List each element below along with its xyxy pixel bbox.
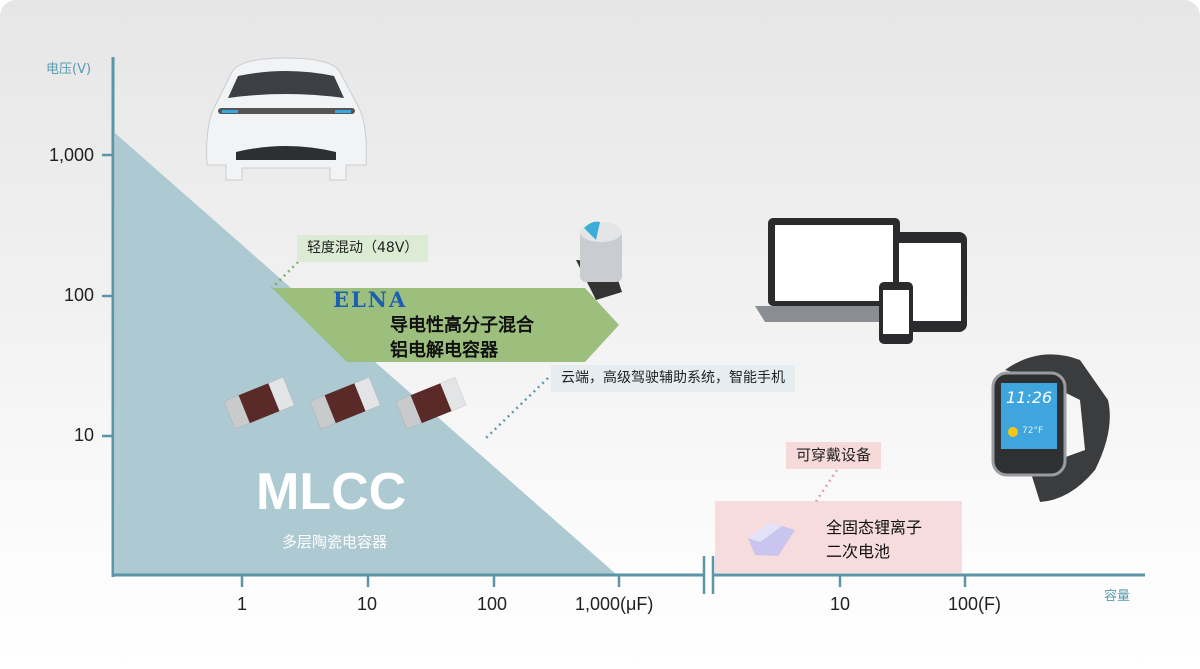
wearable-label: 可穿戴设备 bbox=[786, 442, 882, 469]
x-axis-title: 容量 bbox=[1104, 589, 1131, 604]
y-axis-title: 电压(V) bbox=[46, 62, 92, 77]
elna-arrow bbox=[272, 288, 619, 362]
x-tick-label: 10 bbox=[357, 594, 378, 614]
x-tick-label: 100 bbox=[477, 594, 508, 614]
x-tick-label: 10 bbox=[830, 594, 851, 614]
devices-image bbox=[755, 218, 967, 344]
battery-line2: 二次电池 bbox=[826, 542, 891, 561]
x-tick-label: 100(F) bbox=[948, 594, 1002, 614]
cloud-adas-label: 云端，高级驾驶辅助系统，智能手机 bbox=[551, 365, 795, 392]
mild-hybrid-label: 轻度混动（48V） bbox=[297, 235, 429, 262]
car-image bbox=[206, 57, 367, 181]
smartwatch-image bbox=[991, 354, 1110, 502]
x-tick-label: 1 bbox=[237, 594, 248, 614]
mlcc-chip-images bbox=[223, 377, 467, 430]
connector-48v bbox=[271, 261, 299, 289]
watch-temp: 72°F bbox=[1022, 426, 1044, 436]
aluminum-capacitor-image bbox=[576, 221, 622, 300]
battery-line1: 全固态锂离子 bbox=[826, 518, 923, 537]
battery-image bbox=[748, 522, 795, 556]
y-tick-label: 100 bbox=[63, 285, 94, 305]
mlcc-title: MLCC bbox=[256, 463, 407, 521]
y-tick-label: 1,000 bbox=[48, 145, 94, 165]
elna-logo: ELNA bbox=[333, 287, 408, 312]
mlcc-subtitle: 多层陶瓷电容器 bbox=[282, 533, 388, 551]
elna-product-line1: 导电性高分子混合 bbox=[390, 315, 534, 336]
y-tick-label: 10 bbox=[73, 425, 94, 445]
connector-wearable bbox=[813, 469, 839, 504]
watch-time: 11:26 bbox=[1006, 388, 1053, 407]
connector-cloud bbox=[485, 377, 549, 439]
elna-product-line2: 铝电解电容器 bbox=[390, 340, 498, 361]
x-tick-label: 1,000(μF) bbox=[575, 594, 654, 614]
